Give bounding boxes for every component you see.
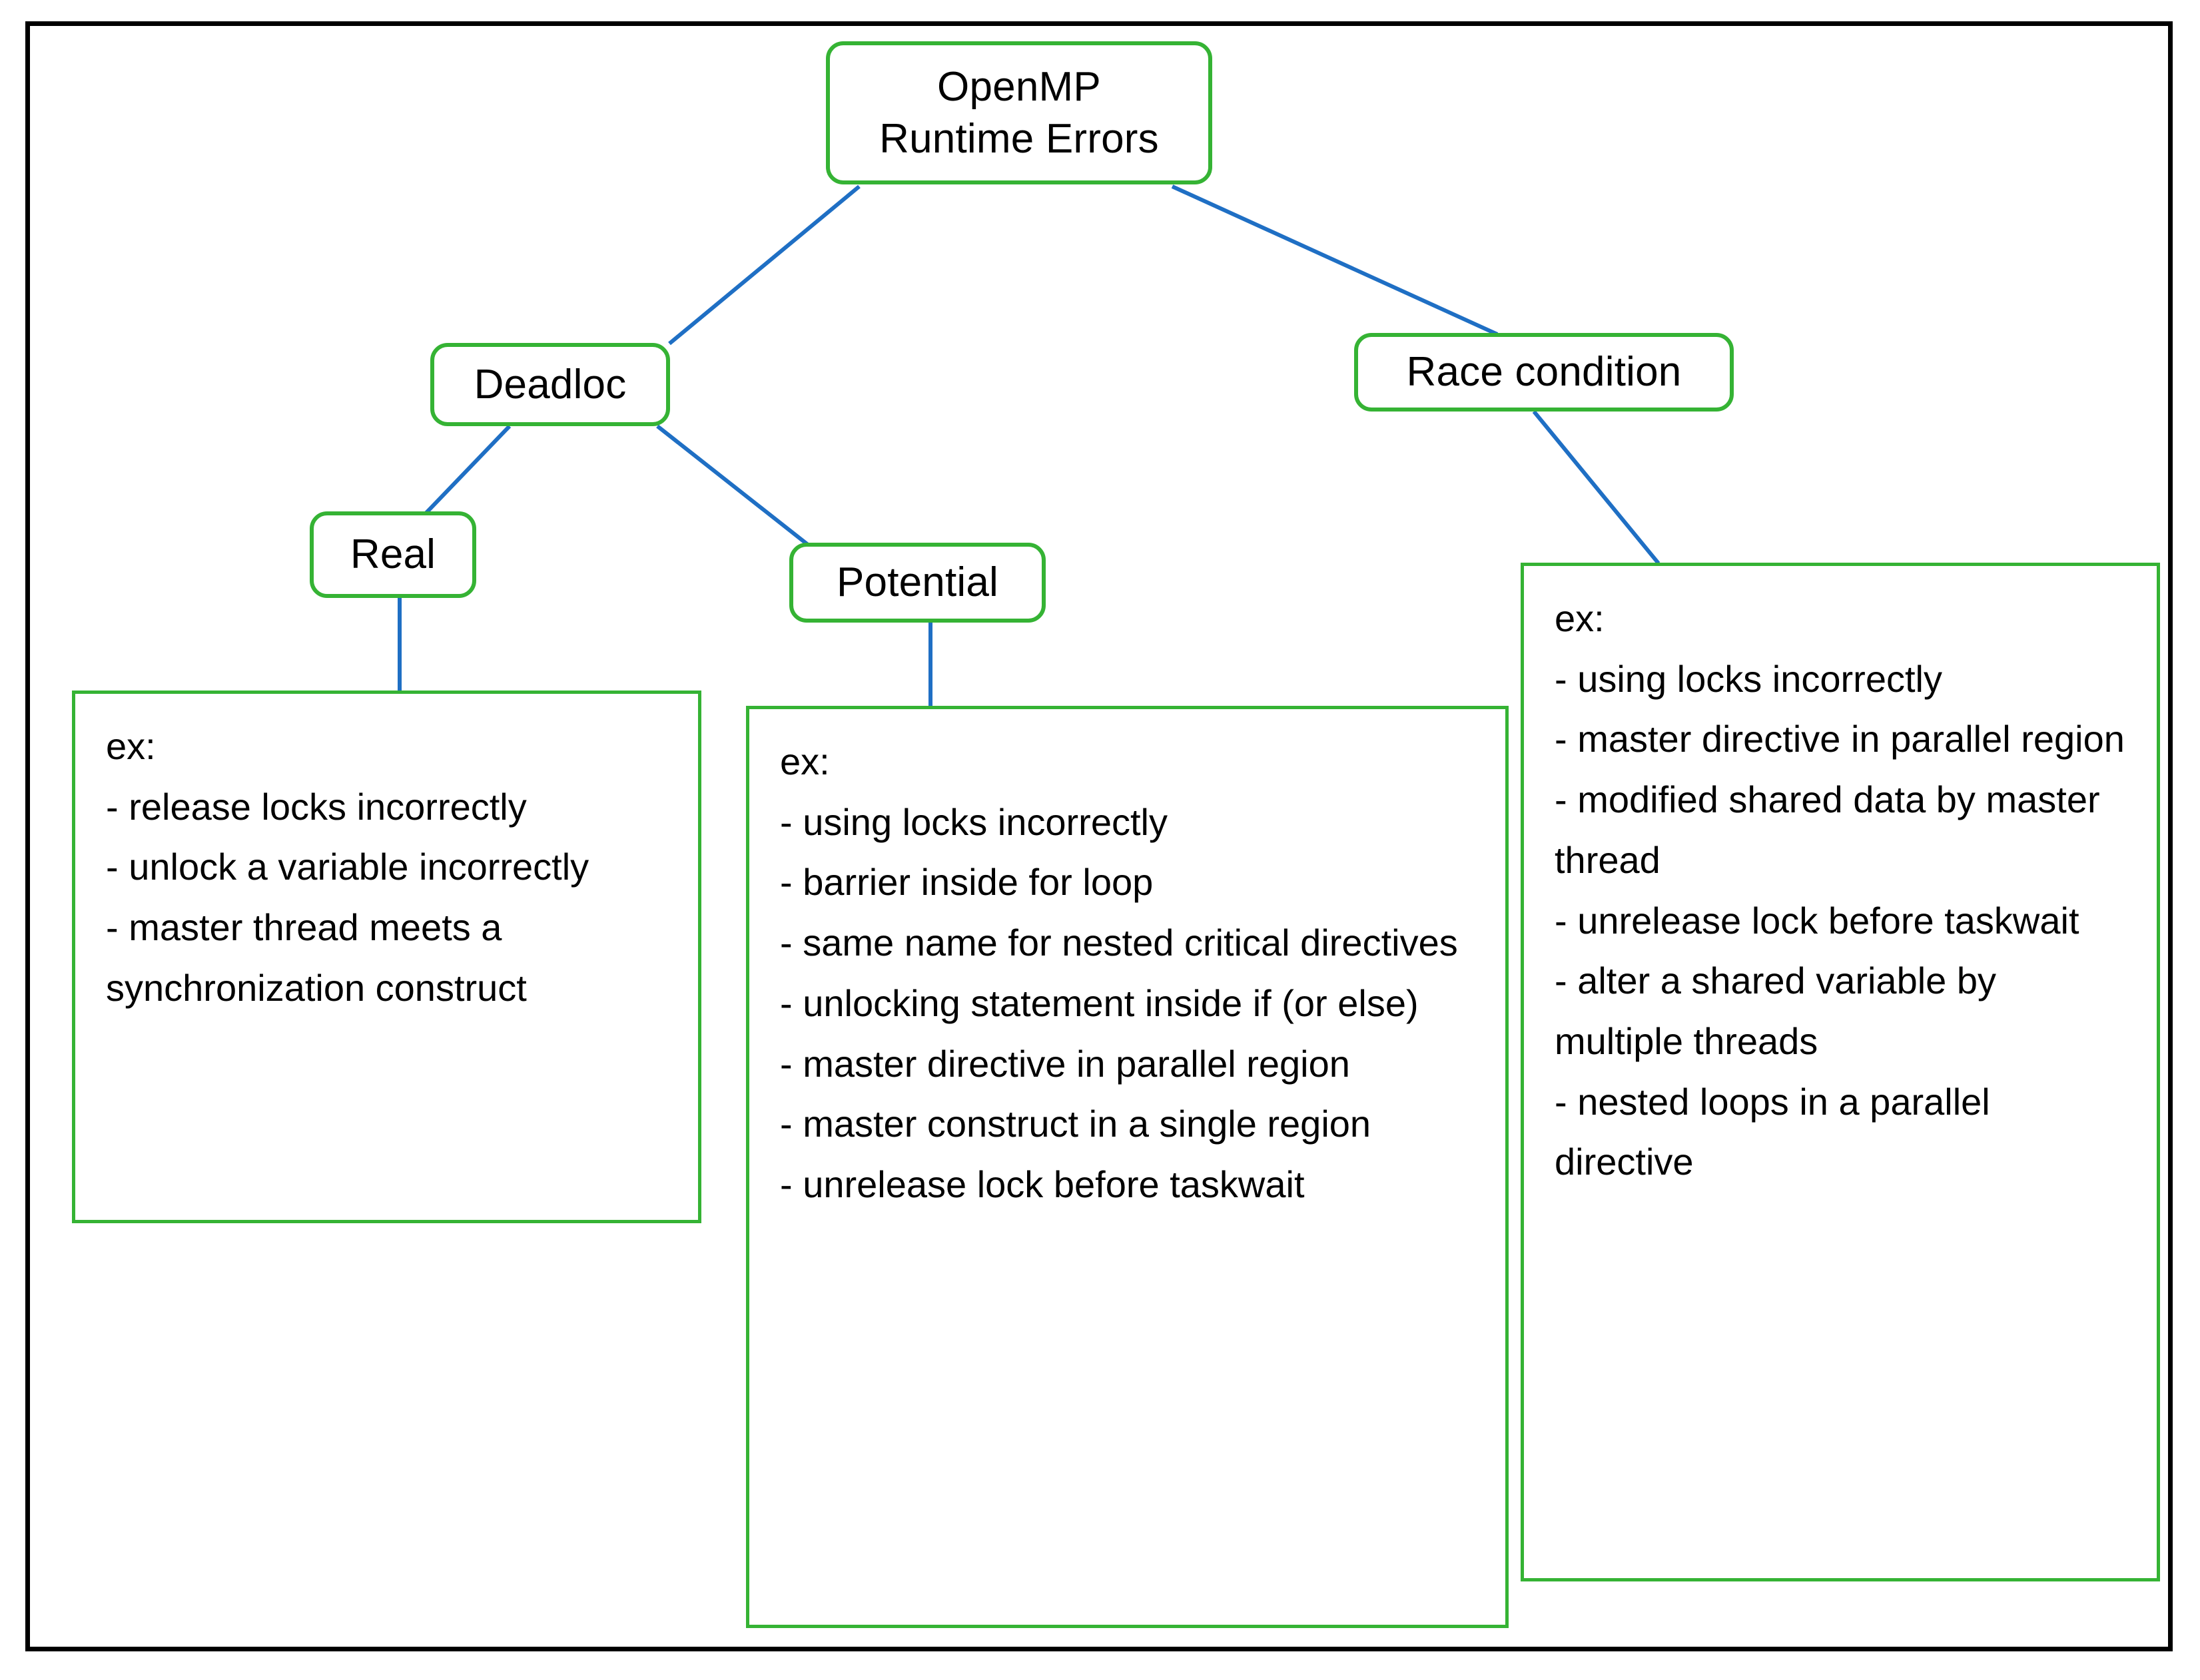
edge-race-examples <box>1532 410 1660 565</box>
examples-potential-heading: ex: <box>780 740 830 782</box>
list-item: - using locks incorrectly <box>1555 657 1942 700</box>
examples-real-heading: ex: <box>106 725 156 767</box>
list-item: - master construct in a single region <box>780 1103 1371 1145</box>
list-item: - master thread meets a synchronization … <box>106 906 527 1009</box>
list-item: - same name for nested critical directiv… <box>780 922 1458 964</box>
list-item: - unlocking statement inside if (or else… <box>780 981 1419 1024</box>
edge-root-deadloc <box>668 184 861 346</box>
node-real-label: Real <box>350 531 436 578</box>
examples-box-race-condition: ex: - using locks incorrectly - master d… <box>1521 563 2160 1581</box>
node-race-condition[interactable]: Race condition <box>1354 333 1734 412</box>
outer-frame-border <box>25 21 2173 1651</box>
node-real[interactable]: Real <box>310 511 476 598</box>
list-item: - nested loops in a parallel directive <box>1555 1080 2001 1183</box>
examples-race-heading: ex: <box>1555 597 1605 639</box>
list-item: - master directive in parallel region <box>780 1042 1350 1085</box>
node-deadloc[interactable]: Deadloc <box>430 343 670 426</box>
node-race-condition-label: Race condition <box>1406 349 1682 396</box>
node-potential-label: Potential <box>836 559 999 606</box>
node-root-label: OpenMP Runtime Errors <box>879 64 1159 162</box>
edge-deadloc-real <box>424 424 512 515</box>
list-item: - using locks incorrectly <box>780 800 1168 843</box>
edge-root-race <box>1171 184 1499 336</box>
node-openmp-runtime-errors[interactable]: OpenMP Runtime Errors <box>826 41 1212 184</box>
examples-box-real: ex: - release locks incorrectly - unlock… <box>72 691 701 1223</box>
list-item: - modified shared data by master thread <box>1555 778 2111 881</box>
list-item: - unrelease lock before taskwait <box>780 1163 1305 1206</box>
node-deadloc-label: Deadloc <box>474 361 627 408</box>
edge-deadloc-potential <box>656 424 809 547</box>
list-item: - release locks incorrectly <box>106 785 527 828</box>
list-item: - unrelease lock before taskwait <box>1555 899 2079 942</box>
list-item: - unlock a variable incorrectly <box>106 846 589 888</box>
examples-box-potential: ex: - using locks incorrectly - barrier … <box>746 706 1509 1628</box>
list-item: - master directive in parallel region <box>1555 718 2125 760</box>
list-item: - alter a shared variable by multiple th… <box>1555 960 2007 1063</box>
list-item: - barrier inside for loop <box>780 861 1154 904</box>
node-potential[interactable]: Potential <box>789 543 1046 623</box>
